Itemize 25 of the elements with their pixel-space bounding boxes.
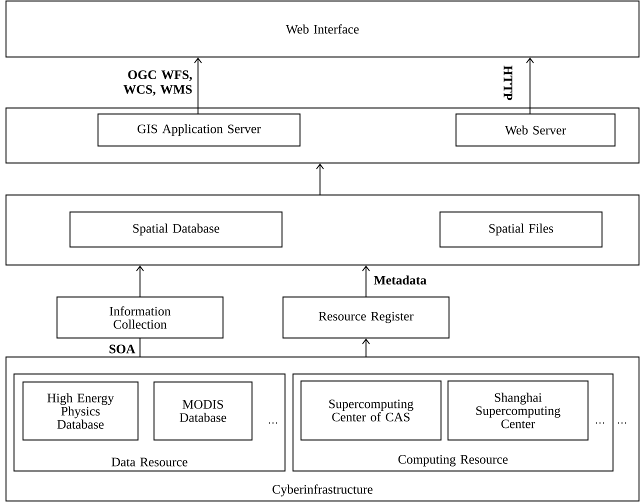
resource-box: MODIS Database (154, 382, 252, 440)
process-box: Information Collection (56, 296, 224, 338)
edge-label: Metadata (374, 275, 426, 285)
server-box: GIS Application Server (98, 114, 300, 146)
server-box: Web Server (456, 114, 616, 146)
arrow (194, 57, 202, 114)
arrow (136, 265, 144, 297)
edge-label: HTTP (504, 66, 512, 100)
storage-box: Spatial Database (70, 212, 282, 248)
layer-band (6, 194, 640, 266)
resource-box: Shanghai Supercomputing Center (448, 380, 588, 440)
arrow (362, 338, 370, 357)
resource-box: Supercomputing Center of CAS (300, 380, 442, 440)
arrow (362, 265, 370, 297)
edge-label: OGC WFS, WCS, WMS (123, 70, 192, 96)
process-box: Resource Register (282, 296, 450, 338)
storage-box: Spatial Files (440, 212, 602, 248)
ellipsis: … (268, 422, 278, 424)
resource-box: High Energy Physics Database (22, 382, 138, 440)
layer-band (6, 108, 640, 164)
arrow (526, 57, 534, 114)
layer-band: Web Interface (6, 0, 640, 58)
arrow (316, 163, 324, 195)
ellipsis: … (618, 422, 626, 424)
edge-label: SOA (110, 344, 136, 354)
